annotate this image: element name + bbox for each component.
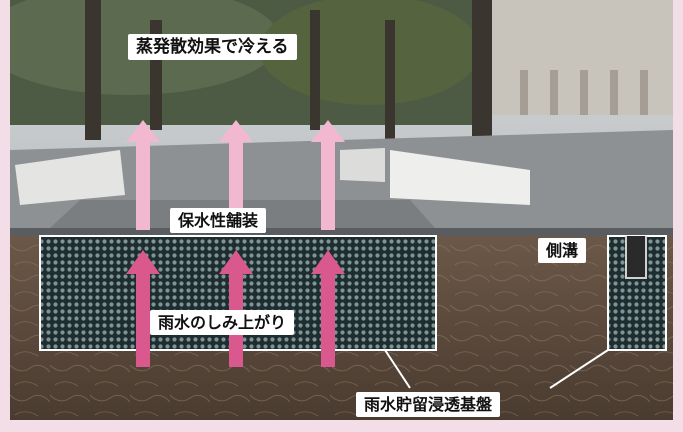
storage-leader-line <box>384 349 411 389</box>
paving-edge <box>10 228 673 236</box>
building-columns <box>520 70 648 115</box>
capillary-arrow <box>311 250 345 367</box>
capillary-label: 雨水のしみ上がり <box>150 310 295 336</box>
gutter-leader-line <box>549 349 609 389</box>
storage-label: 雨水貯留浸透基盤 <box>356 392 501 418</box>
evaporation-arrow <box>126 120 160 230</box>
capillary-arrows <box>126 250 345 367</box>
evaporation-arrow <box>219 120 253 230</box>
gutter-channel <box>625 236 647 279</box>
paving-label: 保水性舗装 <box>170 208 267 234</box>
stone-benches <box>15 148 530 205</box>
evaporation-arrow <box>311 120 345 230</box>
cross-section-illustration <box>10 0 673 420</box>
evaporation-label: 蒸発散効果で冷える <box>128 34 297 61</box>
capillary-arrow <box>126 250 160 367</box>
evaporation-arrows <box>126 120 345 230</box>
gutter-label: 側溝 <box>538 238 587 264</box>
